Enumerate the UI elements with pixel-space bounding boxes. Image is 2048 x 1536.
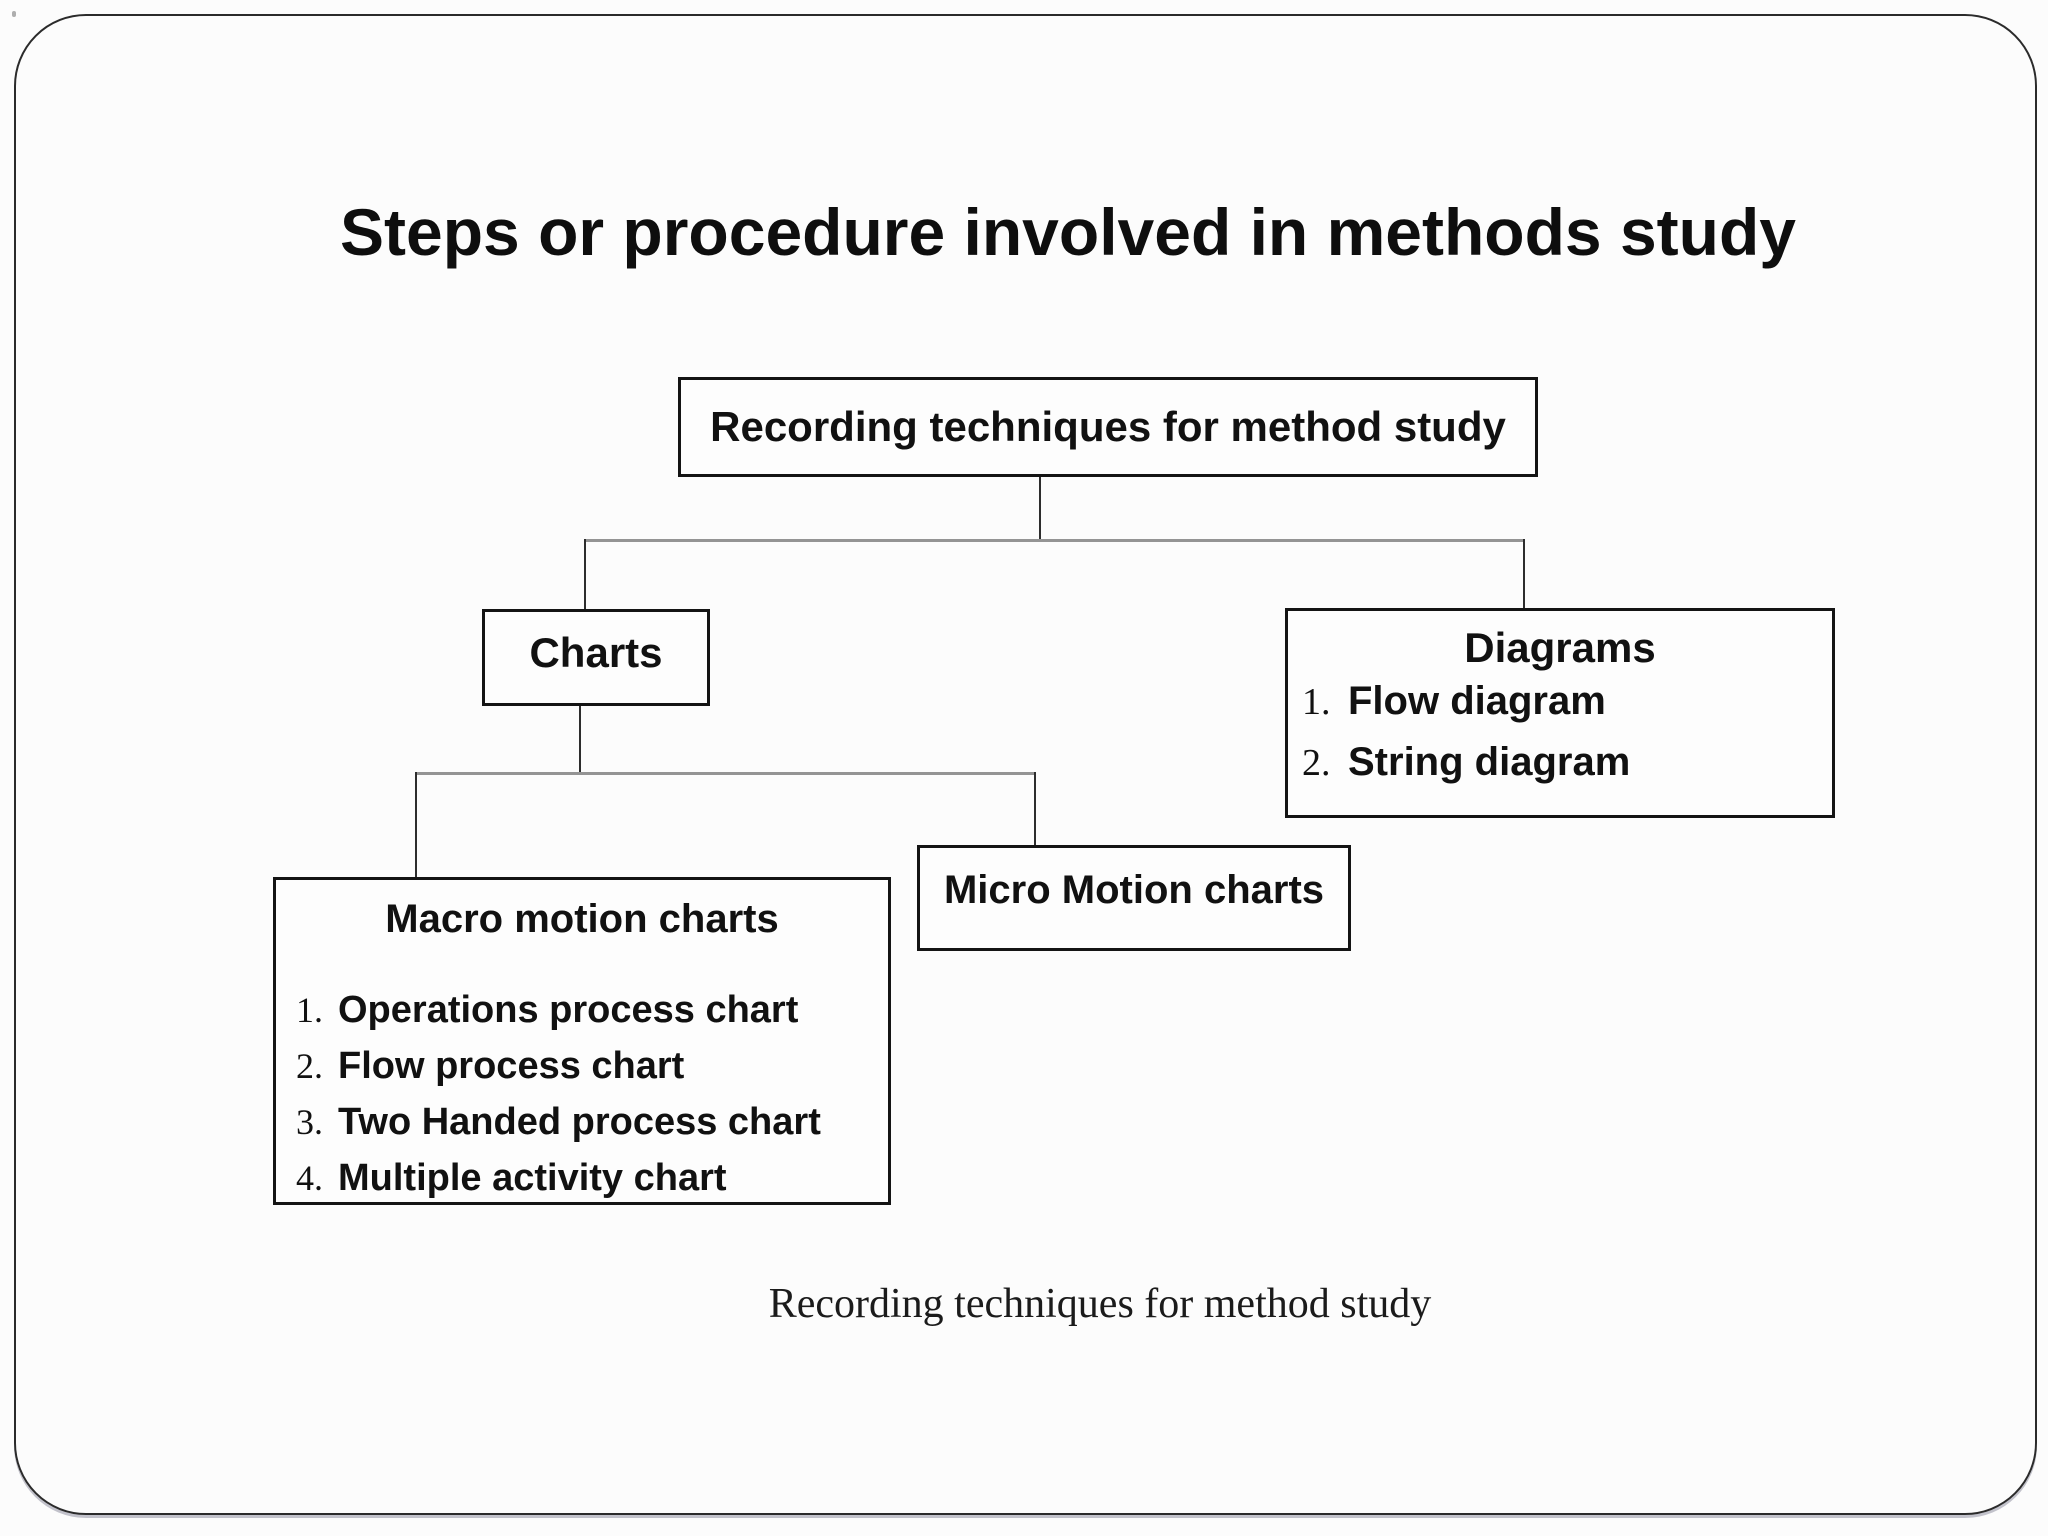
node-diagrams-label: Diagrams: [1464, 624, 1656, 671]
list-item-number: 2.: [296, 1046, 323, 1086]
connector-level2-horizontal: [415, 772, 1036, 775]
node-diagrams: Diagrams 1. Flow diagram 2. String diagram: [1285, 608, 1835, 818]
list-item: 2. Flow process chart: [296, 1042, 888, 1098]
slide-frame: [14, 14, 2037, 1515]
list-item: 1. Flow diagram: [1302, 675, 1832, 736]
list-item-label: Multiple activity chart: [338, 1157, 727, 1199]
list-item: 1. Operations process chart: [296, 986, 888, 1042]
list-item-number: 1.: [296, 990, 323, 1030]
list-item-label: String diagram: [1348, 740, 1631, 784]
node-recording-techniques-label: Recording techniques for method study: [710, 403, 1506, 450]
connector-to-charts: [584, 539, 586, 611]
list-item-number: 2.: [1302, 742, 1331, 784]
node-charts-label: Charts: [529, 628, 663, 676]
list-item-number: 4.: [296, 1158, 323, 1198]
list-item-label: Two Handed process chart: [338, 1101, 821, 1143]
slide-title: Steps or procedure involved in methods s…: [340, 195, 1796, 269]
list-item-label: Flow diagram: [1348, 679, 1606, 723]
node-micro-motion-charts: Micro Motion charts: [917, 845, 1351, 951]
list-item-label: Flow process chart: [338, 1045, 685, 1087]
connector-charts-stem: [579, 704, 581, 774]
node-recording-techniques: Recording techniques for method study: [678, 377, 1538, 477]
list-item-number: 1.: [1302, 681, 1331, 723]
list-item: 2. String diagram: [1302, 736, 1832, 797]
node-macro-motion-charts-label: Macro motion charts: [385, 897, 779, 941]
list-item: 4. Multiple activity chart: [296, 1154, 888, 1210]
diagrams-list: 1. Flow diagram 2. String diagram: [1288, 675, 1832, 797]
connector-to-micro: [1034, 772, 1036, 847]
list-item-number: 3.: [296, 1102, 323, 1142]
connector-to-macro: [415, 772, 417, 879]
node-macro-motion-charts: Macro motion charts 1. Operations process…: [273, 877, 891, 1205]
connector-level1-horizontal: [584, 539, 1525, 542]
list-item: 3. Two Handed process chart: [296, 1098, 888, 1154]
node-charts: Charts: [482, 609, 710, 706]
list-item-label: Operations process chart: [338, 989, 799, 1031]
connector-root-stem: [1039, 475, 1041, 541]
connector-to-diagrams: [1523, 539, 1525, 610]
corner-speck: [12, 11, 16, 17]
macro-list: 1. Operations process chart 2. Flow proces…: [276, 986, 888, 1210]
figure-caption: Recording techniques for method study: [768, 1281, 1432, 1327]
node-micro-motion-charts-label: Micro Motion charts: [943, 867, 1325, 912]
